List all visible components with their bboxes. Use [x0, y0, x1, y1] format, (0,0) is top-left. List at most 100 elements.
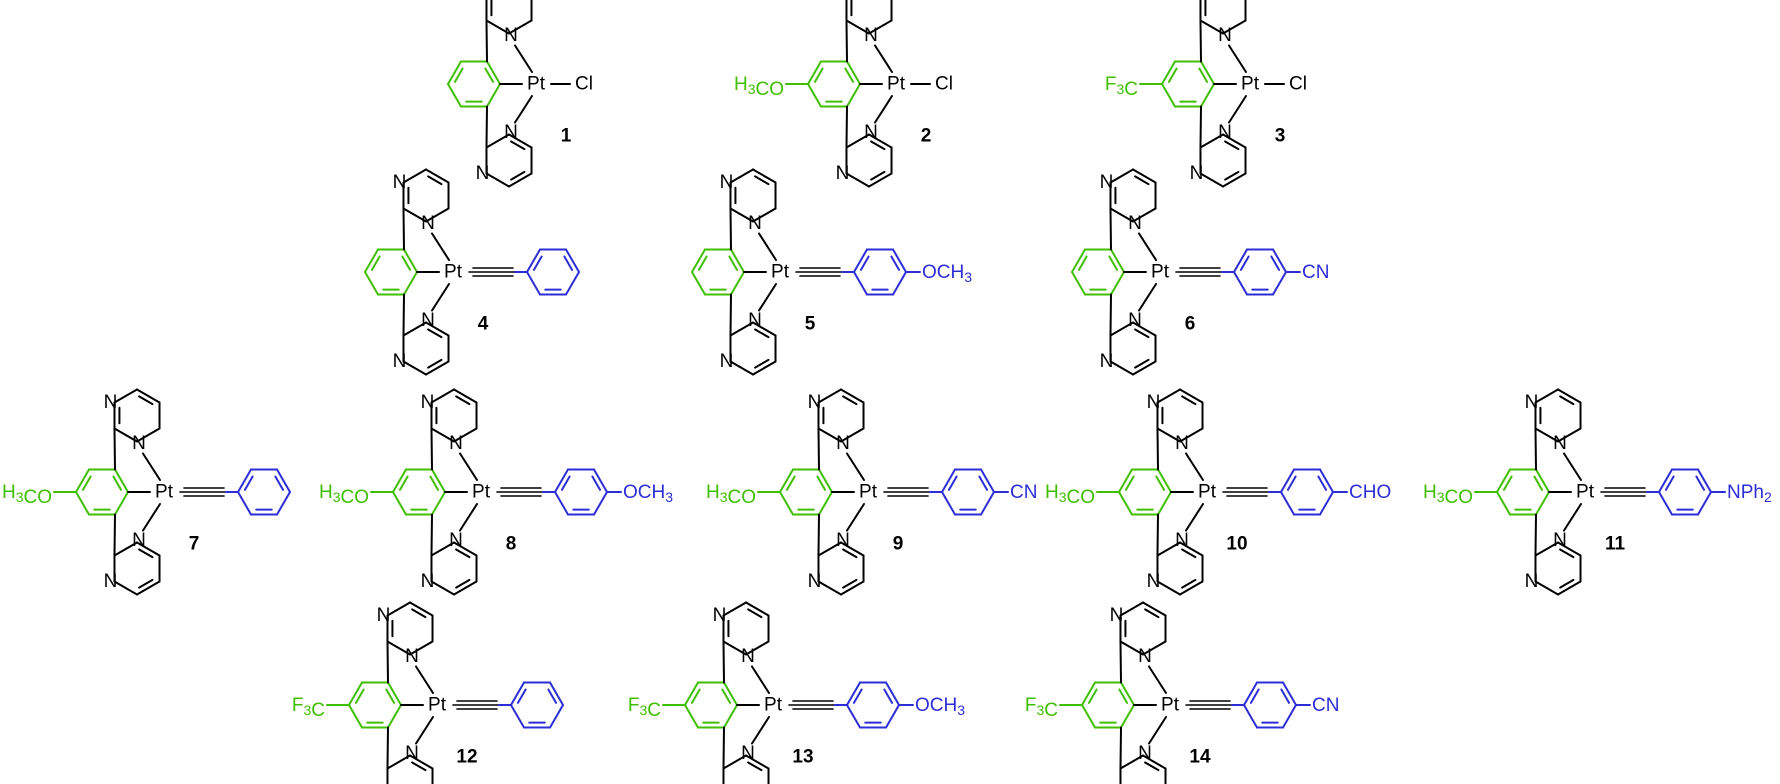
platinum-atom: Pt: [1241, 74, 1260, 95]
compound-number: 2: [921, 126, 932, 147]
nitrogen-atom: N: [1553, 530, 1567, 551]
ring-substituent: H3CO: [706, 482, 756, 508]
nitrogen-atom: N: [476, 163, 490, 184]
compound-number: 1: [561, 126, 572, 147]
compound-number: 7: [189, 534, 200, 555]
compound-number: 6: [1185, 314, 1196, 335]
compound-number: 4: [478, 314, 489, 335]
ring-substituent: H3CO: [319, 482, 369, 508]
compound-number: 13: [792, 747, 813, 768]
nitrogen-atom: N: [1218, 25, 1232, 46]
ring-substituent: F3C: [628, 695, 661, 721]
nitrogen-atom: N: [1525, 571, 1539, 592]
nitrogen-atom: N: [1138, 743, 1152, 764]
platinum-atom: Pt: [1198, 482, 1217, 503]
nitrogen-atom: N: [1128, 213, 1142, 234]
ring-substituent: H3CO: [734, 74, 784, 100]
chloride-ligand: Cl: [575, 74, 593, 95]
platinum-atom: Pt: [887, 74, 906, 95]
compound-number: 14: [1189, 747, 1211, 768]
nitrogen-atom: N: [1128, 310, 1142, 331]
nitrogen-atom: N: [421, 571, 435, 592]
nitrogen-atom: N: [132, 433, 146, 454]
compound-12: NNNNPtF3C12: [292, 601, 564, 784]
nitrogen-atom: N: [748, 213, 762, 234]
aryl-substituent: CN: [1312, 695, 1339, 716]
platinum-atom: Pt: [472, 482, 491, 503]
platinum-atom: Pt: [764, 695, 783, 716]
compound-13: NNNNPtF3COCH313: [628, 601, 965, 784]
nitrogen-atom: N: [504, 122, 518, 143]
nitrogen-atom: N: [741, 743, 755, 764]
nitrogen-atom: N: [393, 172, 407, 193]
compound-number: 5: [805, 314, 816, 335]
nitrogen-atom: N: [864, 25, 878, 46]
aryl-substituent: OCH3: [915, 695, 965, 719]
compound-number: 12: [456, 747, 477, 768]
nitrogen-atom: N: [421, 310, 435, 331]
aryl-substituent: CN: [1010, 482, 1037, 503]
nitrogen-atom: N: [1190, 163, 1204, 184]
nitrogen-atom: N: [836, 530, 850, 551]
compound-number: 8: [506, 534, 517, 555]
ring-substituent: H3CO: [2, 482, 52, 508]
nitrogen-atom: N: [1138, 646, 1152, 667]
compound-number: 9: [893, 534, 904, 555]
aryl-substituent: OCH3: [922, 262, 972, 286]
compound-number: 10: [1226, 534, 1247, 555]
nitrogen-atom: N: [864, 122, 878, 143]
nitrogen-atom: N: [476, 0, 490, 5]
nitrogen-atom: N: [405, 646, 419, 667]
nitrogen-atom: N: [808, 392, 822, 413]
nitrogen-atom: N: [1100, 351, 1114, 372]
platinum-atom: Pt: [444, 262, 463, 283]
nitrogen-atom: N: [713, 605, 727, 626]
platinum-atom: Pt: [859, 482, 878, 503]
nitrogen-atom: N: [1175, 433, 1189, 454]
ring-substituent: F3C: [1105, 74, 1138, 100]
chloride-ligand: Cl: [1289, 74, 1307, 95]
aryl-substituent: OCH3: [623, 482, 673, 506]
ring-substituent: H3CO: [1423, 482, 1473, 508]
platinum-atom: Pt: [428, 695, 447, 716]
nitrogen-atom: N: [1175, 530, 1189, 551]
aryl-substituent: CHO: [1349, 482, 1391, 503]
ring-substituent: F3C: [292, 695, 325, 721]
nitrogen-atom: N: [449, 433, 463, 454]
nitrogen-atom: N: [720, 351, 734, 372]
nitrogen-atom: N: [104, 571, 118, 592]
nitrogen-atom: N: [393, 351, 407, 372]
nitrogen-atom: N: [1218, 122, 1232, 143]
nitrogen-atom: N: [720, 172, 734, 193]
nitrogen-atom: N: [421, 392, 435, 413]
nitrogen-atom: N: [504, 25, 518, 46]
nitrogen-atom: N: [104, 392, 118, 413]
nitrogen-atom: N: [1110, 605, 1124, 626]
compound-14: NNNNPtF3CCN14: [1025, 601, 1339, 784]
platinum-atom: Pt: [1576, 482, 1595, 503]
nitrogen-atom: N: [1100, 172, 1114, 193]
platinum-atom: Pt: [1161, 695, 1180, 716]
compound-number: 11: [1605, 534, 1626, 555]
platinum-atom: Pt: [527, 74, 546, 95]
nitrogen-atom: N: [741, 646, 755, 667]
nitrogen-atom: N: [836, 0, 850, 5]
chloride-ligand: Cl: [935, 74, 953, 95]
platinum-atom: Pt: [771, 262, 790, 283]
compound-1: NNNNPtCl1: [447, 0, 593, 188]
ring-substituent: F3C: [1025, 695, 1058, 721]
nitrogen-atom: N: [405, 743, 419, 764]
nitrogen-atom: N: [1147, 392, 1161, 413]
nitrogen-atom: N: [1553, 433, 1567, 454]
nitrogen-atom: N: [836, 433, 850, 454]
nitrogen-atom: N: [377, 605, 391, 626]
compound-2: NNNNPtH3COCl2: [734, 0, 953, 188]
